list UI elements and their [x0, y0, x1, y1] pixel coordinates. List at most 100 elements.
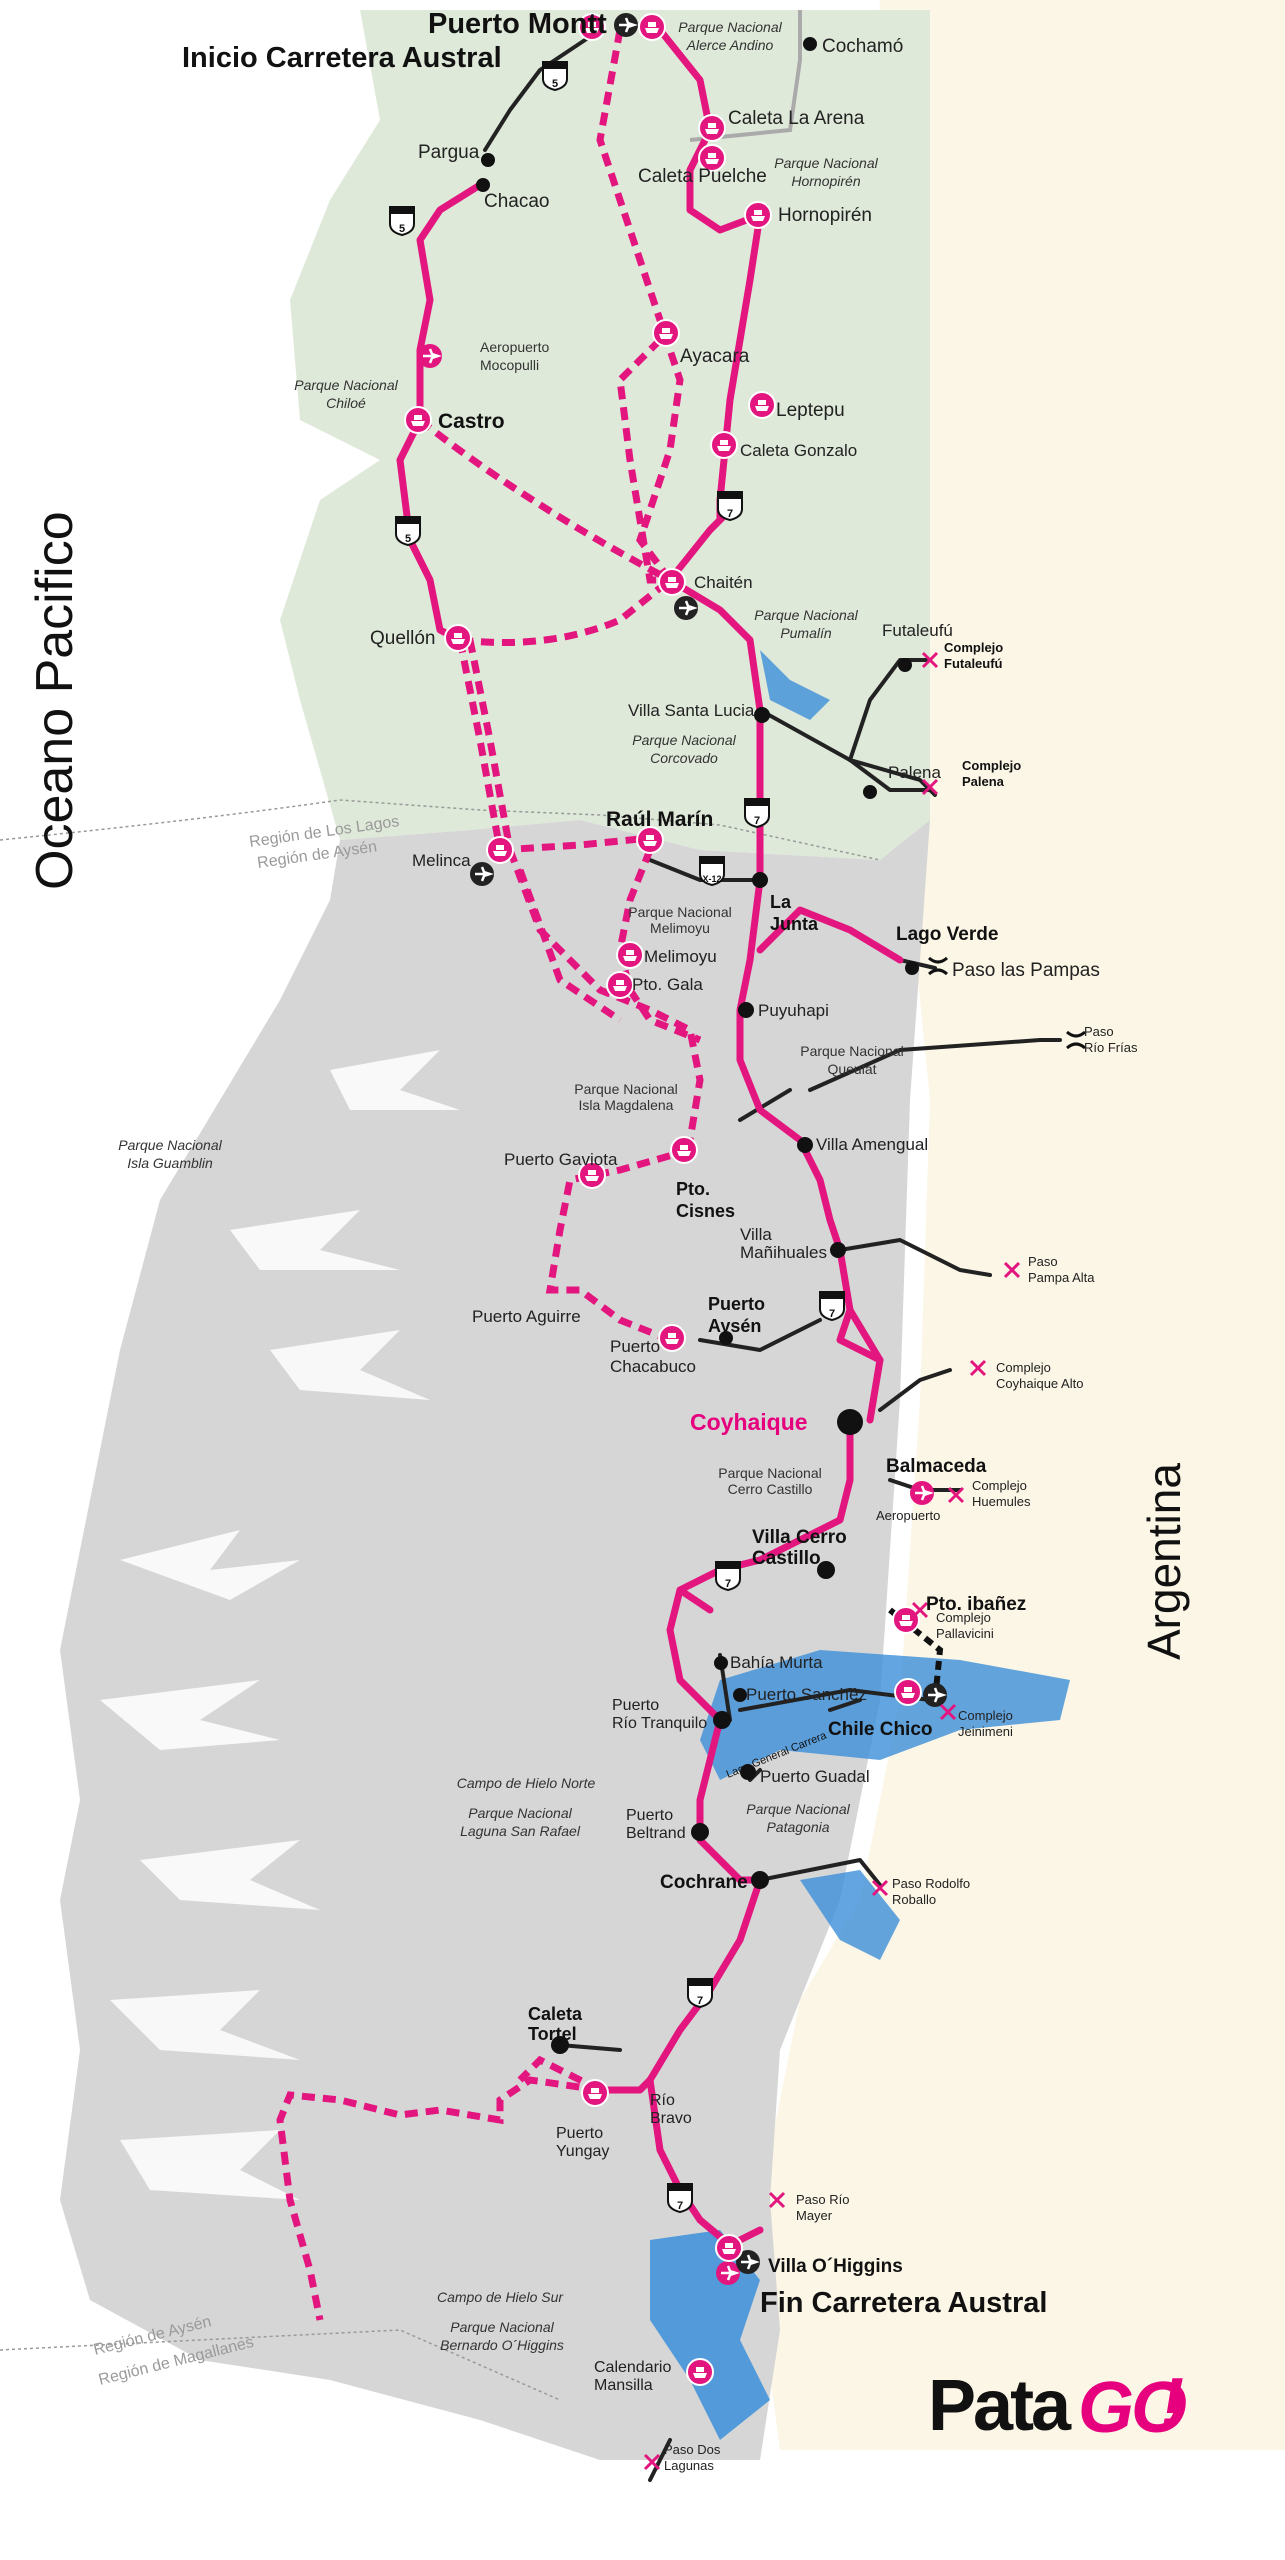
airport-icon	[908, 1479, 936, 1507]
svg-text:Mañihuales: Mañihuales	[740, 1243, 827, 1262]
svg-text:Caleta La Arena: Caleta La Arena	[728, 108, 865, 129]
svg-text:Puerto Guadal: Puerto Guadal	[760, 1767, 870, 1786]
svg-text:Melimoyu: Melimoyu	[650, 920, 710, 936]
svg-text:RUTA: RUTA	[547, 63, 563, 69]
lake-yelcho	[760, 650, 830, 720]
argentina-region	[760, 0, 1285, 2450]
town-labels: Cochamó Caleta La Arena Caleta Puelche H…	[370, 36, 1026, 2394]
svg-text:Chacao: Chacao	[484, 191, 550, 212]
svg-text:Tortel: Tortel	[528, 2024, 577, 2044]
svg-text:Pata: Pata	[928, 2366, 1072, 2446]
svg-text:!: !	[1160, 2364, 1183, 2444]
svg-text:Pargua: Pargua	[418, 142, 480, 163]
svg-text:Villa: Villa	[740, 1225, 772, 1244]
svg-text:Parque Nacional: Parque Nacional	[294, 377, 398, 393]
svg-text:Parque Nacional: Parque Nacional	[574, 1081, 678, 1097]
town-dot-icon	[476, 37, 919, 2054]
pass-labels: Complejo Futaleufú Complejo Palena Paso …	[664, 640, 1138, 2473]
start-city: Puerto Montt	[428, 8, 607, 40]
svg-text:Parque Nacional: Parque Nacional	[628, 904, 732, 920]
svg-text:Leptepu: Leptepu	[776, 400, 845, 421]
svg-text:RUTA: RUTA	[749, 800, 765, 806]
svg-text:RUTA: RUTA	[394, 208, 410, 214]
svg-text:Palena: Palena	[962, 774, 1005, 789]
svg-text:5: 5	[405, 533, 411, 545]
svg-text:Bravo: Bravo	[650, 2110, 692, 2127]
svg-text:Lagunas: Lagunas	[664, 2458, 714, 2473]
svg-text:Patagonia: Patagonia	[766, 1819, 829, 1835]
svg-text:Chacabuco: Chacabuco	[610, 1357, 696, 1376]
svg-text:Chile Chico: Chile Chico	[828, 1719, 933, 1740]
svg-text:Puerto Aguirre: Puerto Aguirre	[472, 1307, 581, 1326]
ferry-icon	[892, 1606, 920, 1634]
airport-icon	[416, 342, 444, 370]
svg-text:Aeropuerto: Aeropuerto	[876, 1508, 940, 1523]
svg-text:Castro: Castro	[438, 410, 505, 433]
svg-text:Mocopulli: Mocopulli	[480, 357, 539, 373]
svg-text:Parque Nacional: Parque Nacional	[450, 2319, 554, 2335]
ferry-icon	[444, 624, 472, 652]
svg-text:Balmaceda: Balmaceda	[886, 1456, 987, 1477]
svg-text:Caleta Puelche: Caleta Puelche	[638, 166, 767, 187]
svg-text:Isla Magdalena: Isla Magdalena	[579, 1097, 674, 1113]
svg-text:Parque Nacional: Parque Nacional	[632, 732, 736, 748]
svg-text:Futaleufú: Futaleufú	[882, 621, 953, 640]
svg-text:Campo de Hielo Sur: Campo de Hielo Sur	[437, 2289, 564, 2305]
svg-text:Caleta: Caleta	[528, 2004, 583, 2024]
shield-labels: 5 5 5 7 7 X-12 7 7 7 7 RUTA RUTA RUTA RU…	[394, 63, 840, 2212]
svg-text:Alerce Andino: Alerce Andino	[686, 37, 774, 53]
secondary-roads	[483, 28, 1062, 2482]
bus-icon	[612, 11, 640, 39]
ferry-icon	[744, 201, 772, 229]
svg-text:Quellón: Quellón	[370, 628, 436, 649]
svg-text:Coyhaique: Coyhaique	[690, 1409, 808, 1435]
svg-text:Parque Nacional: Parque Nacional	[746, 1801, 850, 1817]
ferry-icon	[616, 941, 644, 969]
svg-text:Mayer: Mayer	[796, 2208, 833, 2223]
svg-text:Pto. ibañez: Pto. ibañez	[926, 1594, 1026, 1615]
svg-text:Bernardo O´Higgins: Bernardo O´Higgins	[440, 2337, 564, 2353]
ferry-routes	[276, 29, 704, 2321]
svg-text:Cochamó: Cochamó	[822, 36, 903, 57]
boundary-los-lagos-aysen	[0, 799, 881, 861]
svg-text:Complejo: Complejo	[996, 1360, 1051, 1375]
region-los-lagos	[280, 10, 930, 860]
svg-text:RUTA: RUTA	[692, 1980, 708, 1986]
svg-text:Corcovado: Corcovado	[650, 750, 718, 766]
svg-text:Futaleufú: Futaleufú	[944, 656, 1003, 671]
svg-text:7: 7	[697, 1995, 703, 2007]
airport-icon	[672, 594, 700, 622]
svg-text:Huemules: Huemules	[972, 1494, 1031, 1509]
svg-text:Complejo: Complejo	[962, 758, 1021, 773]
svg-text:7: 7	[754, 815, 760, 827]
svg-text:RUTA: RUTA	[824, 1293, 840, 1299]
svg-text:GO: GO	[1078, 2368, 1186, 2448]
ferry-icon	[670, 1136, 698, 1164]
carretera-austral	[396, 26, 904, 2249]
svg-text:Parque Nacional: Parque Nacional	[800, 1043, 904, 1059]
ferry-icon	[638, 13, 666, 41]
ferry-icon	[686, 2358, 714, 2386]
svg-text:Aeropuerto: Aeropuerto	[480, 339, 549, 355]
svg-text:Parque Nacional: Parque Nacional	[468, 1805, 572, 1821]
svg-text:Melinca: Melinca	[412, 851, 471, 870]
country-label: Argentina	[1138, 1463, 1190, 1660]
svg-text:Cisnes: Cisnes	[676, 1201, 735, 1221]
svg-text:Parque Nacional: Parque Nacional	[718, 1465, 822, 1481]
svg-text:Lago Verde: Lago Verde	[896, 924, 998, 945]
boundary-aysen-magallanes	[0, 2329, 561, 2401]
ferry-icon	[606, 971, 634, 999]
svg-text:Beltrand: Beltrand	[626, 1825, 686, 1842]
svg-text:Cerro Castillo: Cerro Castillo	[728, 1481, 813, 1497]
svg-text:Río: Río	[650, 2092, 675, 2109]
airport-icon	[921, 1681, 949, 1709]
svg-text:Chiloé: Chiloé	[326, 395, 366, 411]
svg-text:Pto. Gala: Pto. Gala	[632, 975, 703, 994]
svg-text:Jeinimeni: Jeinimeni	[958, 1724, 1013, 1739]
svg-text:Raúl Marín: Raúl Marín	[606, 808, 713, 831]
svg-text:Laguna San Rafael: Laguna San Rafael	[460, 1823, 581, 1839]
svg-text:5: 5	[399, 223, 405, 235]
svg-text:X-12: X-12	[702, 874, 721, 884]
svg-text:Calendario: Calendario	[594, 2359, 671, 2376]
